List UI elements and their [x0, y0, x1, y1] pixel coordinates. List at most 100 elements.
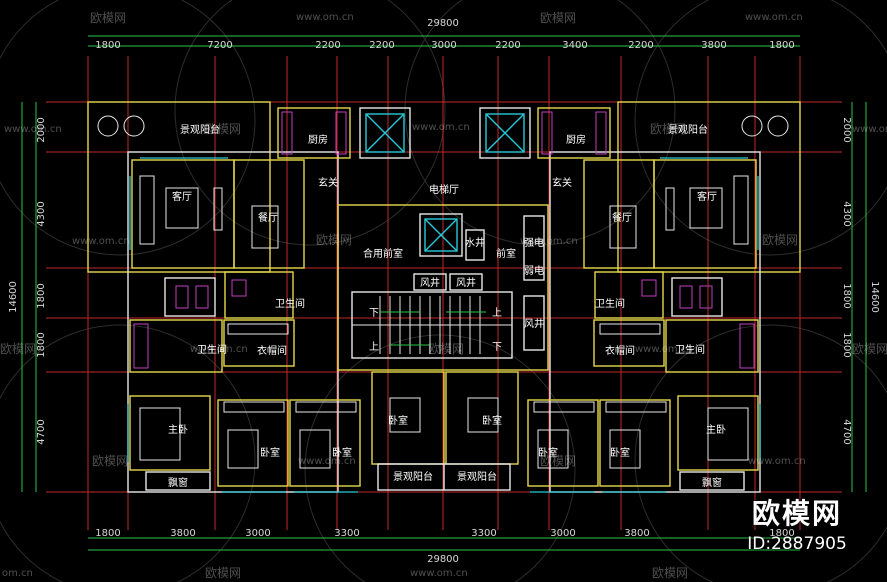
overall-width-bottom: 29800	[427, 554, 459, 565]
dim-top-4: 2200	[369, 40, 394, 51]
watermark-site-7: www.om.cn	[520, 236, 578, 247]
watermark-brand-11: 欧模网	[540, 454, 576, 468]
dim-top-8: 2200	[628, 40, 653, 51]
watermark-site-4: www.om.cn	[412, 122, 470, 133]
label-water-shaft: 水井	[465, 236, 485, 249]
dimension-labels: 29800 29800 1800 7200 2200 2200 3000 220…	[8, 18, 880, 565]
watermark-brand-1: 欧模网	[90, 11, 126, 25]
dim-top-1: 1800	[95, 40, 120, 51]
label-elevator-hall: 电梯厅	[429, 183, 459, 196]
watermark-site-12: om.cn	[2, 568, 33, 579]
label-master-bedroom-right: 主卧	[706, 423, 726, 436]
brand-watermark: 欧模网 ID:2887905	[737, 492, 857, 554]
watermark-brand-4: 欧模网	[650, 122, 686, 136]
dim-top-7: 3400	[562, 40, 587, 51]
dim-bottom-2: 3800	[170, 528, 195, 539]
watermark-brand-10: 欧模网	[92, 454, 128, 468]
dim-left-4: 1800	[36, 332, 47, 357]
watermark-brand-12: 欧模网	[205, 566, 241, 580]
label-balcony-right: 景观阳台	[668, 123, 708, 136]
label-bathroom-right-upper: 卫生间	[595, 297, 625, 310]
label-living-right: 客厅	[697, 190, 717, 203]
dim-left-total: 14600	[8, 281, 19, 313]
label-balcony-bottom-right: 景观阳台	[457, 470, 497, 483]
label-cloakroom-right: 衣帽间	[605, 344, 635, 357]
label-strong-current: 强电	[524, 236, 544, 249]
label-bay-window-left: 飘窗	[168, 476, 188, 489]
watermark-site-5: www.om.cn	[852, 124, 887, 135]
label-stair-up-2: 上	[369, 341, 379, 353]
watermark-brand-9: 欧模网	[852, 342, 887, 356]
walls	[87, 101, 801, 493]
dim-bottom-1: 1800	[95, 528, 120, 539]
label-wind-shaft-1: 风井	[420, 276, 440, 289]
dim-top-9: 3800	[701, 40, 726, 51]
label-dining-right: 餐厅	[612, 211, 632, 224]
label-dining-left: 餐厅	[258, 211, 278, 224]
dim-bottom-6: 3000	[550, 528, 575, 539]
label-lobby: 前室	[496, 247, 516, 260]
watermark-brand-6: 欧模网	[762, 233, 798, 247]
watermark-site-8: www.om.cn	[190, 344, 248, 355]
watermark-site-3: www.om.cn	[4, 124, 62, 135]
label-stair-up-1: 上	[492, 307, 502, 319]
brand-logo-text: 欧模网	[751, 497, 842, 530]
dim-left-2: 4300	[36, 201, 47, 226]
dim-left-5: 4700	[36, 419, 47, 444]
watermark-site-10: www.om.cn	[298, 456, 356, 467]
brand-id-text: ID:2887905	[747, 534, 847, 554]
watermark-brand-7: 欧模网	[0, 342, 36, 356]
dim-bottom-7: 3800	[624, 528, 649, 539]
label-bedroom-2: 卧室	[332, 446, 352, 459]
dim-top-10: 1800	[769, 40, 794, 51]
dim-bottom-5: 3300	[471, 528, 496, 539]
watermark-site-6: www.om.cn	[72, 236, 130, 247]
label-bathroom-left-upper: 卫生间	[275, 297, 305, 310]
watermark-brand-8: 欧模网	[428, 342, 464, 356]
label-stair-down-1: 下	[369, 308, 379, 319]
watermarks: 欧模网 www.om.cn 欧模网 www.om.cn www.om.cn 欧模…	[0, 11, 887, 580]
label-kitchen-left: 厨房	[308, 133, 328, 146]
watermark-site-2: www.om.cn	[745, 12, 803, 23]
label-bedroom-1: 卧室	[260, 446, 280, 459]
label-balcony-bottom-left: 景观阳台	[393, 470, 433, 483]
dim-top-6: 2200	[495, 40, 520, 51]
label-cloakroom-left: 衣帽间	[257, 344, 287, 357]
room-labels: 厨房 厨房 景观阳台 景观阳台 玄关 玄关 电梯厅 客厅 客厅 餐厅 餐厅 合用…	[168, 123, 726, 489]
watermark-site-1: www.om.cn	[296, 12, 354, 23]
label-bedroom-3: 卧室	[388, 414, 408, 427]
label-entrance-right: 玄关	[552, 176, 572, 189]
dim-top-2: 7200	[207, 40, 232, 51]
watermark-site-13: www.om.cn	[410, 568, 468, 579]
dim-right-total: 14600	[869, 281, 880, 313]
watermark-brand-3: 欧模网	[205, 122, 241, 136]
watermark-brand-2: 欧模网	[540, 11, 576, 25]
label-living-left: 客厅	[172, 190, 192, 203]
overall-width-top: 29800	[427, 18, 459, 29]
windows	[127, 157, 761, 493]
label-master-bedroom-left: 主卧	[168, 423, 188, 436]
label-weak-current: 弱电	[524, 264, 544, 277]
watermark-brand-13: 欧模网	[652, 566, 688, 580]
dim-right-5: 4700	[841, 419, 852, 444]
label-bedroom-6: 卧室	[610, 446, 630, 459]
label-wind-shaft-3: 风井	[524, 317, 544, 330]
dim-bottom-3: 3000	[245, 528, 270, 539]
label-bedroom-4: 卧室	[482, 414, 502, 427]
dim-left-1: 2000	[36, 117, 47, 142]
label-bedroom-5: 卧室	[538, 446, 558, 459]
label-bathroom-right-lower: 卫生间	[675, 343, 705, 356]
label-stair-down-2: 下	[492, 342, 502, 353]
watermark-brand-5: 欧模网	[316, 233, 352, 247]
dim-right-2: 4300	[841, 201, 852, 226]
dim-right-4: 1800	[841, 332, 852, 357]
label-bathroom-left-lower: 卫生间	[197, 343, 227, 356]
label-shared-lobby: 合用前室	[363, 247, 403, 260]
label-wind-shaft-2: 风井	[456, 276, 476, 289]
label-balcony-left: 景观阳台	[180, 123, 220, 136]
dim-bottom-8: 1800	[769, 528, 794, 539]
label-entrance-left: 玄关	[318, 176, 338, 189]
label-kitchen-right: 厨房	[566, 133, 586, 146]
